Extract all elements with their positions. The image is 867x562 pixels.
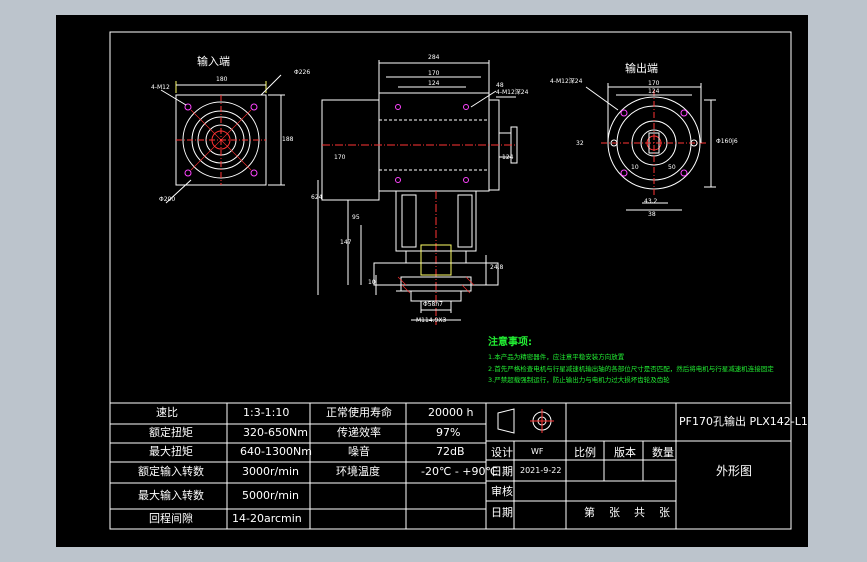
dim-text: 284 bbox=[428, 54, 440, 61]
spec-label: 最大输入转数 bbox=[138, 489, 204, 502]
spec-value: 3000r/min bbox=[242, 465, 299, 478]
spec-value: 5000r/min bbox=[242, 489, 299, 502]
dim-text: 124 bbox=[428, 80, 440, 87]
note-item: 2.首先严格检查电机与行星减速机输出轴的各部位尺寸是否匹配，然后将电机与行星减速… bbox=[488, 365, 774, 373]
dim-text: 180 bbox=[216, 76, 228, 83]
dim-text: 10 bbox=[368, 279, 376, 286]
dim-text: 48 bbox=[496, 82, 504, 89]
spec-label: 传递效率 bbox=[337, 426, 381, 439]
spec-label: 最大扭矩 bbox=[149, 445, 193, 458]
dim-text: 95 bbox=[352, 214, 360, 221]
dim-text: 32 bbox=[576, 140, 584, 147]
spec-label: 额定输入转数 bbox=[138, 465, 204, 478]
spec-value: 320-650Nm bbox=[243, 426, 308, 439]
sheet-info: 第 张 共 张 bbox=[584, 506, 670, 519]
spec-value: -20℃ - +90℃ bbox=[421, 465, 498, 478]
spec-value: 20000 h bbox=[428, 406, 474, 419]
spec-label: 额定扭矩 bbox=[149, 426, 193, 439]
dim-text: 170 bbox=[428, 70, 440, 77]
dim-text: Φ226 bbox=[294, 69, 311, 76]
dim-text: 4-M12深24 bbox=[496, 89, 529, 96]
spec-label: 正常使用寿命 bbox=[326, 406, 392, 419]
input-end-view bbox=[160, 74, 285, 204]
spec-value: 72dB bbox=[436, 445, 465, 458]
spec-value: 640-1300Nm bbox=[240, 445, 312, 458]
dim-text: Φ160j6 bbox=[716, 138, 738, 145]
dim-text: 4-M12深24 bbox=[550, 78, 583, 85]
cad-drawing bbox=[109, 31, 792, 530]
notes-title: 注意事项: bbox=[488, 337, 532, 348]
designer: WF bbox=[531, 447, 544, 456]
spec-label: 噪音 bbox=[348, 445, 370, 458]
date-label-2: 日期 bbox=[491, 506, 513, 519]
version-label: 版本 bbox=[614, 446, 636, 459]
dim-text: 124 bbox=[648, 88, 660, 95]
dim-text: 170 bbox=[334, 154, 346, 161]
drawing-canvas: 输入端 输出端 180 4-M12 Φ226 188 Φ200 284 170 … bbox=[56, 15, 808, 547]
dim-text: 188 bbox=[282, 136, 294, 143]
spec-label: 速比 bbox=[156, 406, 178, 419]
dim-text: 124 bbox=[502, 154, 514, 161]
dim-text: 43.2 bbox=[644, 198, 658, 205]
review-label: 审核 bbox=[491, 485, 513, 498]
dim-text: 38 bbox=[648, 211, 656, 218]
spec-label: 回程间隙 bbox=[149, 512, 193, 525]
date-label: 日期 bbox=[491, 465, 513, 478]
dim-text: 170 bbox=[648, 80, 660, 87]
spec-label: 环境温度 bbox=[336, 465, 380, 478]
spec-value: 97% bbox=[436, 426, 461, 439]
drawing-name: 外形图 bbox=[716, 464, 753, 478]
quantity-label: 数量 bbox=[652, 446, 674, 459]
spec-value: 1:3-1:10 bbox=[243, 406, 290, 419]
design-label: 设计 bbox=[491, 446, 513, 459]
dim-text: 10 bbox=[631, 164, 639, 171]
model-name: PF170孔输出 PLX142-L1 bbox=[679, 415, 808, 428]
title-block-grid bbox=[485, 402, 792, 530]
note-item: 3.严禁超载强制运行，防止输出力与电机力过大损坏齿轮及齿轮 bbox=[488, 376, 670, 384]
scale-label: 比例 bbox=[574, 446, 596, 459]
dim-text: 50 bbox=[668, 164, 676, 171]
dim-text: 147 bbox=[340, 239, 352, 246]
date-value: 2021-9-22 bbox=[520, 466, 562, 475]
side-section-view bbox=[317, 60, 518, 325]
dim-text: 24.8 bbox=[490, 264, 504, 271]
dim-text: M114.9X3 bbox=[416, 317, 447, 324]
note-item: 1.本产品为精密器件，应注意平稳安装方向放置 bbox=[488, 353, 625, 361]
dim-text: Φ200 bbox=[159, 196, 176, 203]
dim-text: 624 bbox=[311, 194, 323, 201]
output-end-view bbox=[585, 83, 716, 211]
dim-text: Φ58h7 bbox=[423, 301, 443, 308]
spec-value: 14-20arcmin bbox=[232, 512, 302, 525]
output-view-label: 输出端 bbox=[625, 62, 658, 75]
dim-text: 4-M12 bbox=[151, 84, 170, 91]
input-view-label: 输入端 bbox=[197, 55, 230, 68]
